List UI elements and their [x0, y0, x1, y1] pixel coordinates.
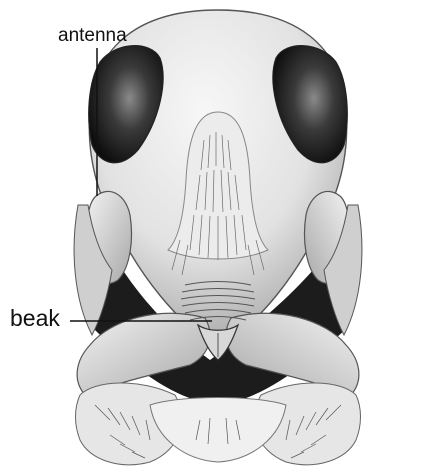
lower-plate	[150, 398, 286, 463]
antenna-label: antenna	[58, 26, 127, 45]
beak-label: beak	[10, 307, 60, 330]
